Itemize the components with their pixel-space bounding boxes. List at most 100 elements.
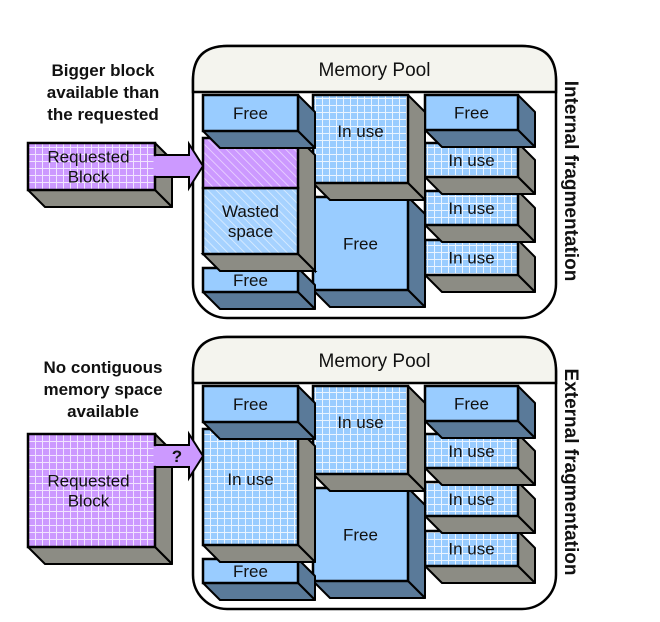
block-label: Free: [454, 104, 489, 123]
caption-line-3: the requested: [47, 105, 158, 124]
free-block: Free: [201, 93, 316, 149]
block-label: Free: [233, 271, 268, 290]
block-bottom: [200, 253, 318, 272]
block-face: [311, 93, 410, 185]
block-face: [311, 384, 410, 476]
block-bottom: [424, 129, 536, 148]
block-bottom: [202, 544, 316, 563]
block-label: Wasted: [222, 202, 279, 221]
block-face: [201, 186, 300, 256]
block-label: In use: [337, 122, 383, 141]
block-label: Free: [454, 395, 489, 414]
block-label: In use: [448, 540, 494, 559]
block-label: Free: [343, 526, 378, 545]
free-block: Free: [311, 195, 426, 308]
request-arrow-icon: [154, 140, 205, 192]
caption-line-1: Bigger block: [52, 61, 156, 80]
block-bottom: [424, 565, 536, 584]
in-use-block: In use: [423, 529, 536, 584]
side-label: Internal fragmentation: [560, 81, 581, 282]
in-use-block: In use: [423, 480, 536, 534]
block-bottom: [202, 421, 316, 440]
free-block: Free: [201, 557, 316, 601]
block-label: In use: [448, 249, 494, 268]
block-face: [201, 384, 300, 424]
block-label: Block: [68, 492, 110, 511]
pool-header: [191, 44, 558, 94]
block-face: [423, 480, 520, 518]
block-side: [407, 487, 426, 599]
caption-line-3: available: [67, 402, 139, 421]
block-face: [423, 93, 520, 132]
block-label: Free: [233, 104, 268, 123]
block-face: [201, 427, 300, 547]
block-face: [311, 195, 410, 292]
block-label: space: [228, 222, 273, 241]
free-block: Free: [201, 384, 316, 440]
in-use-block: In use: [423, 141, 536, 195]
block-bottom: [424, 274, 536, 293]
block-label: Free: [343, 235, 378, 254]
block-bottom: [424, 224, 536, 243]
block-side: [297, 428, 316, 563]
block-label: Block: [68, 168, 110, 187]
pool-title: Memory Pool: [319, 351, 431, 372]
in-use-block: In use: [423, 432, 536, 486]
side-label: External fragmentation: [560, 369, 581, 576]
block-bottom: [424, 420, 536, 439]
block-face: [423, 384, 520, 423]
block-bottom: [312, 289, 426, 308]
caption-line-2: available than: [47, 83, 159, 102]
block-bottom: [424, 467, 536, 486]
block-face: [423, 141, 520, 179]
block-bottom: [312, 473, 426, 492]
in-use-block: In use: [423, 189, 536, 243]
in-use-block: In use: [201, 427, 316, 563]
block-side: [407, 196, 426, 308]
block-label: In use: [337, 413, 383, 432]
block-face: [423, 189, 520, 227]
block-face: [201, 93, 300, 133]
free-block: Free: [311, 486, 426, 599]
block-face: [26, 432, 157, 549]
block-bottom: [27, 546, 173, 565]
block-bottom: [312, 580, 426, 599]
block-label: In use: [448, 442, 494, 461]
pool-header: [191, 335, 558, 385]
free-block: Free: [201, 266, 316, 310]
block-label: Requested: [47, 472, 129, 491]
in-use-block: In use: [311, 93, 426, 201]
free-block: Free: [423, 93, 536, 148]
caption-line-2: memory space: [43, 380, 162, 399]
in-use-block: In use: [423, 238, 536, 293]
block-bottom: [202, 130, 316, 149]
pool-title: Memory Pool: [319, 60, 431, 81]
block-side: [297, 135, 316, 274]
block-label: Requested: [47, 148, 129, 167]
in-use-block: In use: [311, 384, 426, 492]
block-bottom: [424, 515, 536, 534]
caption-line-1: No contiguous: [44, 358, 163, 377]
block-face: [423, 529, 520, 568]
block-label: Free: [233, 562, 268, 581]
request-arrow-icon: [154, 430, 205, 482]
block-bottom: [202, 582, 316, 601]
block-face: [26, 141, 157, 192]
block-bottom: [312, 182, 426, 201]
arrow-question-label: ?: [172, 447, 182, 466]
block-label: Free: [233, 395, 268, 414]
block-label: In use: [448, 151, 494, 170]
free-block: Free: [423, 384, 536, 439]
block-bottom: [202, 291, 316, 310]
block-label: In use: [448, 199, 494, 218]
